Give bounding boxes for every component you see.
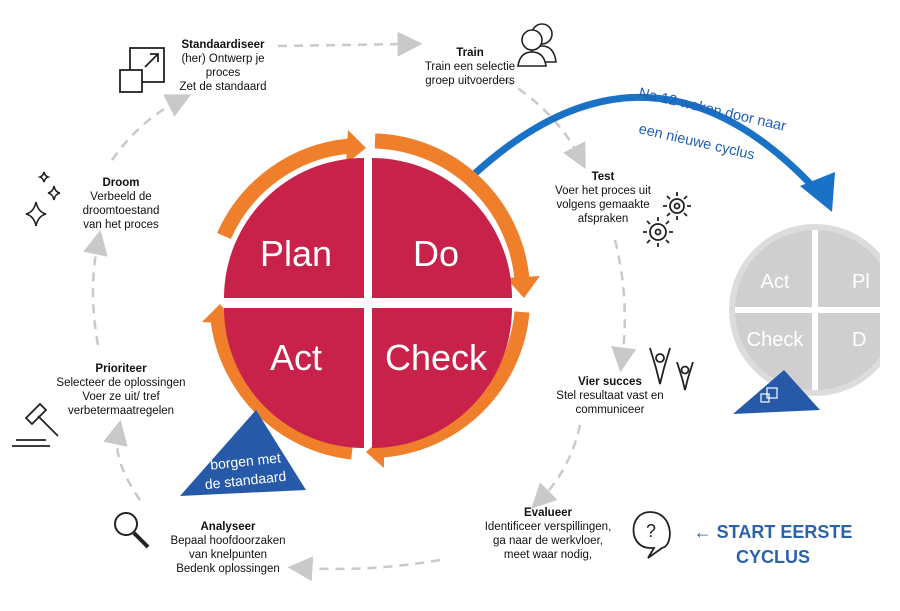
svg-text:?: ? bbox=[646, 521, 656, 541]
quadrant-plan bbox=[224, 158, 364, 298]
start-arrow: ← bbox=[693, 522, 712, 542]
step-analyseer-desc: Bepaal hoofdoorzaken van knelpunten Bede… bbox=[170, 535, 286, 575]
step-droom: Droom Verbeeld de droomtoestand van het … bbox=[68, 176, 174, 232]
step-standaardiseer-desc: (her) Ontwerp je proces Zet de standaard bbox=[179, 53, 267, 93]
step-analyseer: Analyseer Bepaal hoofdoorzaken van knelp… bbox=[158, 520, 298, 576]
quadrant-do bbox=[372, 158, 512, 298]
grey-quadrant-act bbox=[735, 230, 815, 310]
step-prioriteer-title: Prioriteer bbox=[95, 363, 147, 375]
plan-label: Plan bbox=[260, 233, 332, 274]
step-train-title: Train bbox=[456, 47, 484, 59]
grey-do-label: D bbox=[852, 329, 866, 351]
step-droom-title: Droom bbox=[102, 177, 140, 189]
step-standaardiseer: Standaardiseer (her) Ontwerp je proces Z… bbox=[158, 38, 288, 94]
step-standaardiseer-title: Standaardiseer bbox=[181, 39, 265, 51]
step-prioriteer-desc: Selecteer de oplossingen Voer ze uit/ tr… bbox=[56, 377, 186, 417]
step-droom-desc: Verbeeld de droomtoestand van het proces bbox=[82, 191, 160, 231]
dashed-cycle-path bbox=[83, 31, 637, 582]
standard-icon bbox=[119, 47, 165, 93]
celebrate-icon bbox=[649, 347, 694, 391]
borgen-triangle: borgen met de standaard bbox=[180, 410, 306, 496]
step-vier-succes: Vier succes Stel resultaat vast en commu… bbox=[540, 375, 680, 417]
step-prioriteer: Prioriteer Selecteer de oplossingen Voer… bbox=[46, 362, 196, 418]
pdca-wheel: Plan Do Act Check bbox=[202, 130, 540, 468]
people-icon bbox=[517, 23, 557, 67]
step-evalueer-title: Evalueer bbox=[524, 507, 572, 519]
step-evalueer: Evalueer Identificeer verspillingen, ga … bbox=[470, 506, 626, 562]
step-evalueer-desc: Identificeer verspillingen, ga naar de w… bbox=[484, 521, 612, 561]
grey-quadrant-check bbox=[735, 310, 815, 390]
grey-quadrant-do bbox=[815, 310, 895, 390]
magnifier-icon bbox=[114, 512, 150, 549]
step-train-desc: Train een selectie groep uitvoerders bbox=[424, 61, 516, 87]
check-label: Check bbox=[385, 337, 488, 378]
step-train: Train Train een selectie groep uitvoerde… bbox=[408, 46, 532, 88]
quadrant-act bbox=[224, 308, 364, 448]
quadrant-check bbox=[372, 308, 512, 448]
gavel-icon bbox=[12, 402, 59, 447]
step-test-desc: Voer het proces uit volgens gemaakte afs… bbox=[555, 185, 651, 225]
step-vier-succes-title: Vier succes bbox=[578, 376, 642, 388]
step-vier-succes-desc: Stel resultaat vast en communiceer bbox=[556, 390, 664, 416]
step-test-title: Test bbox=[591, 171, 615, 183]
do-label: Do bbox=[413, 233, 459, 274]
question-icon: ? bbox=[632, 511, 671, 559]
next-cycle-wheel: Act Pl Check D bbox=[729, 224, 900, 414]
gears-icon bbox=[643, 192, 691, 247]
act-label: Act bbox=[270, 337, 322, 378]
start-line2: CYCLUS bbox=[735, 547, 810, 567]
grey-check-label: Check bbox=[747, 329, 805, 351]
start-line1: START EERSTE bbox=[716, 522, 853, 542]
start-first-cycle: ← START EERSTE CYCLUS bbox=[678, 520, 868, 570]
step-analyseer-title: Analyseer bbox=[200, 521, 256, 533]
sparkle-icon bbox=[25, 171, 61, 227]
grey-act-label: Act bbox=[761, 271, 790, 293]
step-test: Test Voer het proces uit volgens gemaakt… bbox=[538, 170, 668, 226]
grey-quadrant-plan bbox=[815, 230, 895, 310]
grey-plan-label: Pl bbox=[852, 271, 870, 293]
next-cycle-arrow bbox=[467, 94, 835, 212]
borgen-line1: borgen met bbox=[209, 449, 281, 472]
